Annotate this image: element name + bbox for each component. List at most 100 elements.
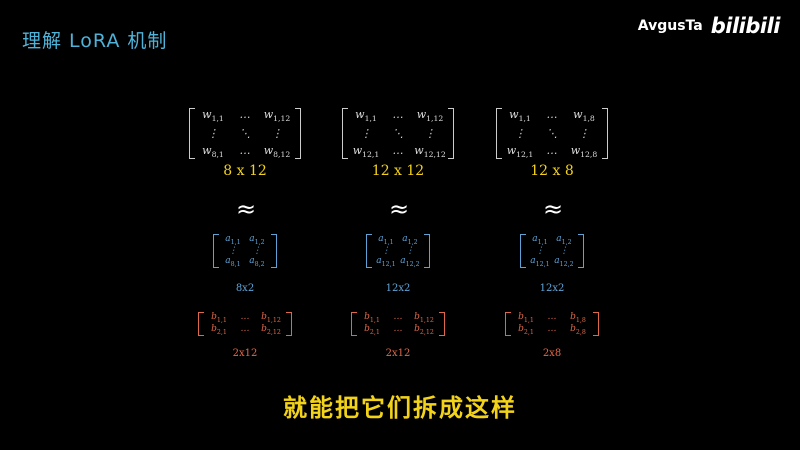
matrix-entry: a1,2	[249, 234, 265, 246]
bracket-right	[271, 234, 277, 268]
matrix-entry: b2,1	[518, 323, 534, 336]
matrix-a-dims: 12x2	[385, 283, 411, 294]
matrix-entry: w1,1	[202, 108, 224, 124]
matrix-entry: ⋮	[535, 245, 545, 256]
uploader-name: AvgusTa	[637, 18, 703, 34]
matrix-entry: …	[546, 108, 558, 121]
weight-matrix-w: w1,1 … w1,12 ⋮ ⋱ ⋮ w8,1 … w8,12	[189, 108, 301, 160]
matrix-entry: …	[393, 323, 403, 334]
matrix-entry: ⋮	[271, 127, 283, 141]
bracket-right	[424, 234, 430, 268]
video-title: 理解 LoRA 机制	[22, 30, 168, 52]
matrix-entry: w1,1	[509, 108, 531, 124]
bracket-right	[448, 108, 454, 160]
matrix-entry: ⋱	[392, 127, 404, 141]
matrix-entry: ⋮	[405, 245, 415, 256]
bracket-right	[602, 108, 608, 160]
matrix-entry: …	[547, 312, 557, 322]
matrix-entry: b1,1	[518, 312, 534, 324]
matrix-entry: b1,12	[414, 312, 434, 324]
matrix-entry: a12,1	[376, 255, 396, 268]
matrix-entry: ⋮	[578, 127, 590, 141]
matrix-entry: a12,1	[530, 255, 550, 268]
matrix-entry: ⋮	[252, 245, 262, 256]
matrix-entry: w1,12	[263, 108, 291, 124]
approx-symbol: ≈	[543, 195, 564, 223]
bracket-right	[295, 108, 301, 160]
matrix-entry: w1,12	[416, 108, 444, 124]
matrix-entry: w12,1	[352, 144, 380, 160]
bracket-right	[593, 312, 599, 336]
matrix-entry: …	[547, 323, 557, 334]
matrix-entry: a8,1	[225, 255, 241, 268]
matrix-entry: …	[392, 108, 404, 121]
matrix-entry: w1,1	[355, 108, 377, 124]
matrix-entry: b1,1	[211, 312, 227, 324]
bracket-left	[189, 108, 195, 160]
matrix-entry: …	[240, 323, 250, 334]
matrix-b-dims: 2x12	[232, 348, 258, 359]
matrix-b-dims: 2x8	[542, 348, 562, 359]
matrix-entry: a1,2	[402, 234, 418, 246]
matrix-entry: a1,1	[378, 234, 394, 246]
weight-matrix-dims: 8 x 12	[223, 163, 267, 179]
bracket-right	[286, 312, 292, 336]
matrix-entry: ⋮	[360, 127, 372, 141]
matrix-a-dims: 12x2	[539, 283, 565, 294]
matrix-entry: ⋮	[381, 245, 391, 256]
matrix-entry: a1,1	[532, 234, 548, 246]
channel-brand: AvgusTa bilibili	[637, 14, 781, 38]
bracket-left	[198, 312, 204, 336]
matrix-entry: …	[240, 312, 250, 322]
weight-matrix-w: w1,1 … w1,12 ⋮ ⋱ ⋮ w12,1 … w12,12	[342, 108, 454, 160]
matrix-entry: …	[393, 312, 403, 322]
bracket-left	[342, 108, 348, 160]
matrix-entry: b1,1	[364, 312, 380, 324]
bracket-left	[213, 234, 219, 268]
matrix-entry: ⋮	[424, 127, 436, 141]
matrix-entry: ⋮	[228, 245, 238, 256]
matrix-entry: b1,12	[261, 312, 281, 324]
bracket-left	[496, 108, 502, 160]
matrix-entry: w8,12	[263, 144, 291, 160]
matrix-entry: b2,8	[570, 323, 586, 336]
low-rank-matrix-b: b1,1 … b1,8 b2,1 … b2,8	[505, 312, 599, 336]
matrix-entry: ⋮	[207, 127, 219, 141]
matrix-entry: w12,12	[414, 144, 446, 160]
matrix-entry: …	[392, 144, 404, 158]
bracket-right	[439, 312, 445, 336]
matrix-entry: b2,12	[261, 323, 281, 336]
matrix-entry: …	[239, 108, 251, 121]
matrix-entry: a1,2	[556, 234, 572, 246]
bracket-left	[520, 234, 526, 268]
matrix-entry: ⋱	[239, 127, 251, 141]
matrix-entry: …	[239, 144, 251, 158]
bracket-left	[366, 234, 372, 268]
matrix-entry: ⋮	[559, 245, 569, 256]
matrix-entry: w8,1	[202, 144, 224, 160]
matrix-entry: b2,1	[211, 323, 227, 336]
subtitle-caption: 就能把它们拆成这样	[283, 394, 517, 422]
weight-matrix-dims: 12 x 12	[371, 163, 425, 179]
matrix-entry: a12,2	[400, 255, 420, 268]
bracket-left	[505, 312, 511, 336]
weight-matrix-w: w1,1…w1,8⋮⋱⋮w12,1…w12,8	[496, 108, 608, 160]
approx-symbol: ≈	[389, 195, 410, 223]
weight-matrix-dims: 12 x 8	[530, 163, 574, 179]
bracket-left	[351, 312, 357, 336]
low-rank-matrix-b: b1,1 … b1,12 b2,1 … b2,12	[198, 312, 292, 336]
matrix-b-dims: 2x12	[385, 348, 411, 359]
matrix-entry: a1,1	[225, 234, 241, 246]
approx-symbol: ≈	[236, 195, 257, 223]
matrix-a-dims: 8x2	[235, 283, 255, 294]
matrix-entry: ⋮	[514, 127, 526, 141]
matrix-entry: b2,12	[414, 323, 434, 336]
bracket-right	[578, 234, 584, 268]
matrix-entry: a12,2	[554, 255, 574, 268]
matrix-entry: b1,8	[570, 312, 586, 324]
matrix-entry: ⋱	[546, 127, 558, 141]
